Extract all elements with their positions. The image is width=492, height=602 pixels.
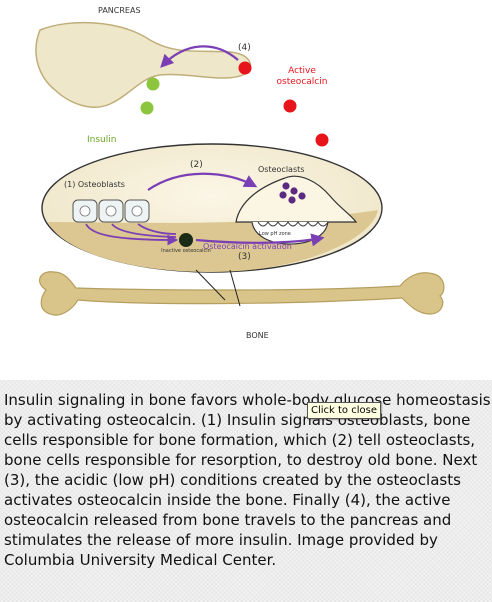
- pointer-line: [195, 269, 226, 301]
- step1-osteoblasts-label: (1) Osteoblasts: [64, 180, 125, 189]
- osteocalcin-dot: [238, 61, 252, 75]
- diagram-canvas: [35, 21, 445, 316]
- osteoclast-nucleus: [298, 192, 306, 200]
- active-osteocalcin-label: Active osteocalcin: [276, 66, 328, 87]
- osteoclast-nucleus: [290, 187, 298, 195]
- click-to-close-tooltip[interactable]: Click to close: [307, 402, 381, 419]
- inactive-osteocalcin-dot: [179, 233, 193, 247]
- ruffled-border: [257, 221, 329, 227]
- pancreas-label: PANCREAS: [98, 6, 141, 15]
- osteoclast-nucleus: [282, 182, 290, 190]
- step2-arrow: [147, 172, 258, 191]
- osteocalcin-activation-label: Osteocalcin activation: [203, 242, 292, 251]
- pancreas-shape: [35, 21, 252, 108]
- resorption-pit: [251, 221, 329, 245]
- secretion-arrow: [85, 223, 179, 246]
- insulin-label: Insulin: [87, 135, 117, 145]
- osteoclasts-label: Osteoclasts: [258, 165, 305, 174]
- inactive-osteocalcin-label: Inactive osteocalcin: [161, 248, 211, 254]
- insulin-dot: [146, 77, 160, 91]
- step3-arrow: [195, 233, 325, 247]
- step2-label: (2): [190, 160, 203, 170]
- low-ph-label: Low pH zone: [259, 231, 291, 237]
- osteocalcin-dot: [315, 133, 329, 147]
- pointer-line: [229, 269, 241, 307]
- insulin-dot: [140, 101, 154, 115]
- bone-shape: [38, 271, 445, 316]
- secretion-arrow: [137, 223, 177, 235]
- figure-image[interactable]: PANCREAS (4) Active osteocalcin Insulin …: [0, 0, 492, 380]
- step3-label: (3): [238, 252, 251, 262]
- step4-arrow: [160, 45, 239, 68]
- caption-panel: [0, 380, 492, 602]
- secretion-arrow: [111, 223, 177, 238]
- bone-label: BONE: [246, 331, 269, 340]
- step4-label: (4): [238, 43, 251, 53]
- osteoclast-cell: [235, 175, 358, 223]
- osteoclast-nucleus: [279, 191, 287, 199]
- osteocalcin-dot: [283, 99, 297, 113]
- image-caption: Insulin signaling in bone favors whole-b…: [4, 391, 491, 569]
- osteoclast-nucleus: [288, 196, 296, 204]
